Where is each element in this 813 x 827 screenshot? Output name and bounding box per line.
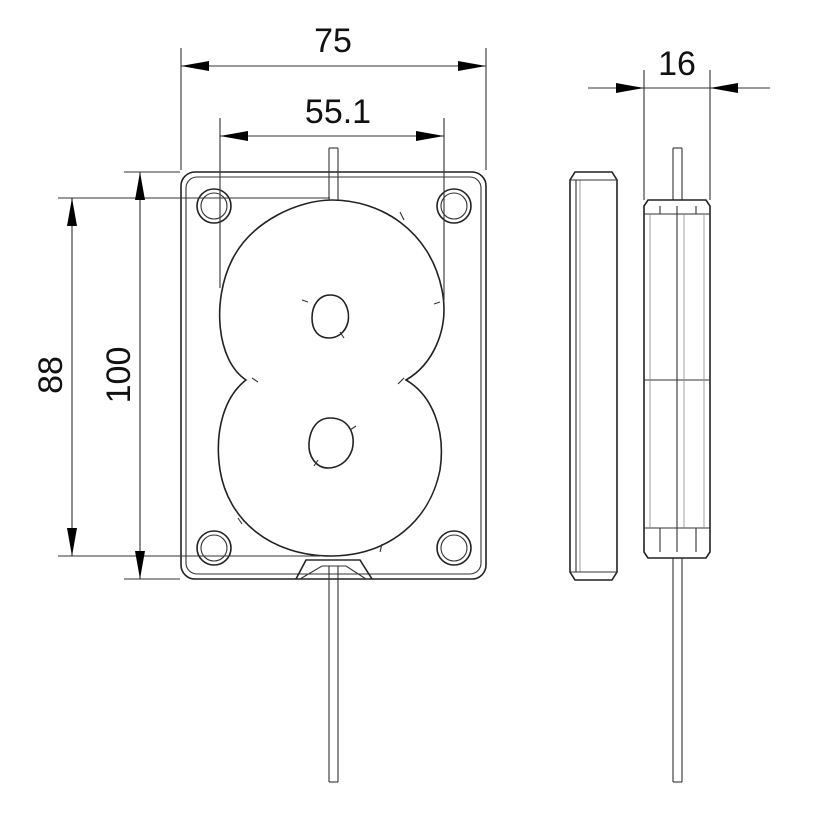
hole-bottom-right (436, 530, 472, 566)
base-plate (180, 171, 487, 580)
front-view (180, 147, 487, 783)
hole-bottom-left (196, 530, 232, 566)
base-plate-inner-edge (185, 176, 482, 575)
hole-top-right (436, 188, 472, 224)
dimension-88-label: 88 (32, 356, 70, 394)
bottom-cable (328, 566, 339, 783)
side-view-edge (569, 171, 618, 581)
dimension-75-label: 75 (314, 22, 352, 60)
dimension-16-label: 16 (658, 45, 696, 83)
dimension-55-1: 55.1 (219, 93, 445, 300)
dimension-100: 100 (100, 171, 180, 580)
cable-outlet (295, 559, 373, 580)
hole-top-left (196, 188, 232, 224)
figure-eight-lamp (217, 199, 445, 557)
dimension-88: 88 (32, 197, 330, 557)
dimension-75: 75 (180, 22, 487, 170)
dimension-100-label: 100 (100, 347, 138, 404)
dimension-16: 16 (588, 45, 770, 200)
top-wire (328, 147, 339, 200)
eight-inner-bottom (308, 417, 354, 469)
eight-inner-top (311, 294, 350, 339)
dimension-55-1-label: 55.1 (305, 93, 371, 131)
side-view-profile (643, 147, 711, 783)
mounting-holes (196, 188, 472, 566)
